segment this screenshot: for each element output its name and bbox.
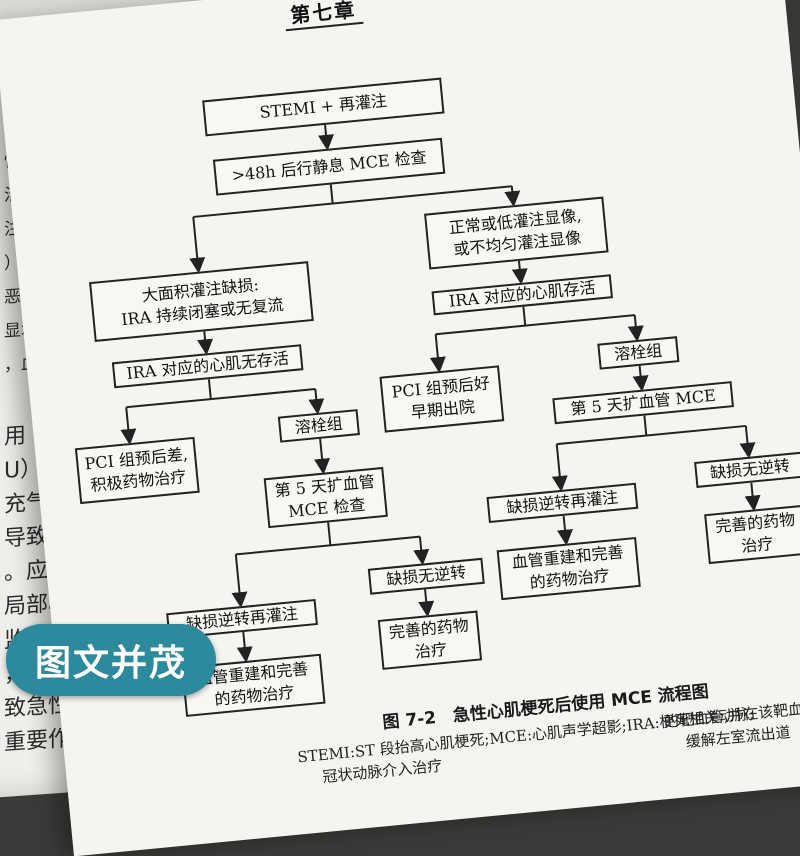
promo-badge: 图文并茂 xyxy=(6,624,216,696)
node-drug-left: 完善的药物 治疗 xyxy=(377,610,483,670)
node-pci-poor: PCI 组预后差, 积极药物治疗 xyxy=(74,436,200,505)
node-pci-good: PCI 组预后好 早期出院 xyxy=(379,365,505,433)
left-page-line: 用 xyxy=(4,423,27,450)
node-drug-right: 完善的药物 治疗 xyxy=(704,504,800,565)
